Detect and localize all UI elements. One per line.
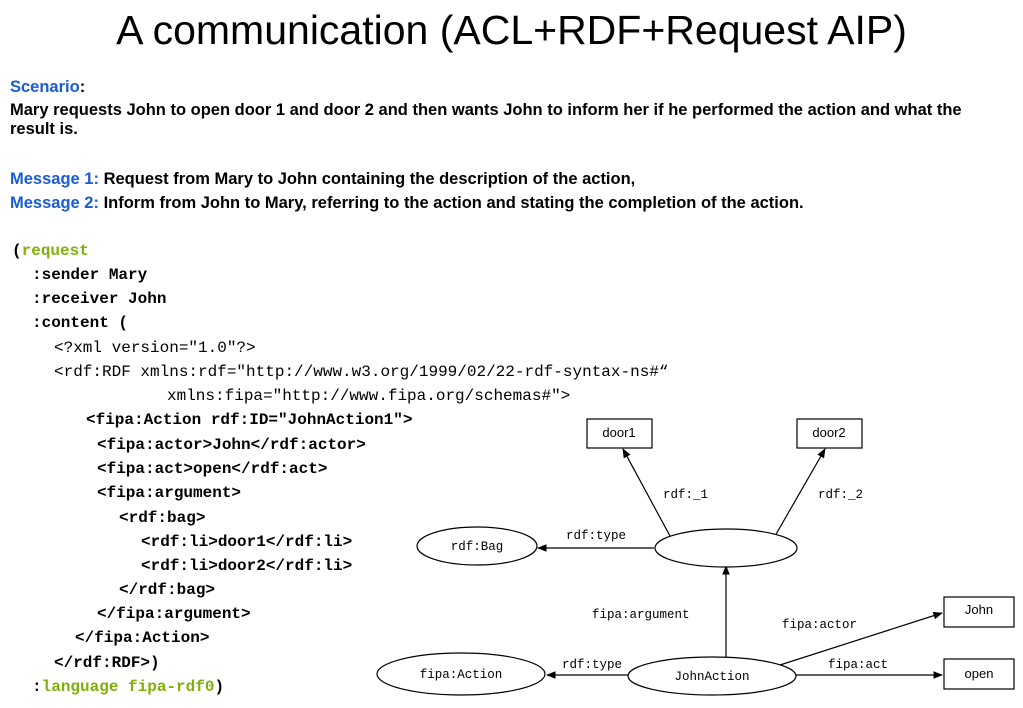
code-rdf-open: <rdf:RDF xmlns:rdf="http://www.w3.org/19… xyxy=(54,363,669,381)
edge-rdf-2 xyxy=(774,448,826,537)
edge-label-rdf-type-bottom: rdf:type xyxy=(562,658,622,672)
edge-label-rdf-type-top: rdf:type xyxy=(566,529,626,543)
code-request-line: (request xyxy=(12,241,89,261)
code-action-close: </fipa:Action> xyxy=(75,629,210,647)
code-performative: request xyxy=(21,242,89,260)
message-1-label: Message 1: xyxy=(10,170,99,188)
node-door2-box xyxy=(796,418,863,449)
code-xml-decl: <?xml version="1.0"?> xyxy=(54,339,256,357)
scenario-heading: Scenario: xyxy=(10,78,85,97)
edge-rdf-1 xyxy=(622,448,671,537)
code-act: <fipa:act>open</rdf:act> xyxy=(97,460,328,478)
node-bag-ellipse xyxy=(416,526,538,566)
code-bag-open: <rdf:bag> xyxy=(119,509,206,527)
node-door2-label: door2 xyxy=(812,425,845,440)
slide-title: A communication (ACL+RDF+Request AIP) xyxy=(116,7,907,53)
code-language: language fipa-rdf0 xyxy=(41,678,215,696)
edge-label-fipa-act: fipa:act xyxy=(828,658,888,672)
node-john-action-label: JohnAction xyxy=(674,670,749,684)
code-content: :content ( xyxy=(32,314,129,332)
node-open-box xyxy=(943,658,1015,690)
code-argument-close: </fipa:argument> xyxy=(97,605,251,623)
edge-label-fipa-actor: fipa:actor xyxy=(782,618,857,632)
node-bag-label: rdf:Bag xyxy=(451,540,504,554)
code-actor: <fipa:actor>John</rdf:actor> xyxy=(97,436,366,454)
node-blank-ellipse xyxy=(654,528,798,568)
edge-fipa-actor xyxy=(779,611,943,666)
code-receiver: :receiver John xyxy=(32,290,167,308)
code-sender: :sender Mary xyxy=(32,266,148,284)
code-rdf-ns2: xmlns:fipa="http://www.fipa.org/schemas#… xyxy=(167,387,571,405)
code-li1: <rdf:li>door1</rdf:li> xyxy=(141,533,353,551)
node-john-label: John xyxy=(965,602,993,617)
code-rdf-close: </rdf:RDF>) xyxy=(54,654,160,672)
code-language-prefix: : xyxy=(32,678,42,696)
node-fipa-action-label: fipa:Action xyxy=(420,668,503,682)
code-language-line: :language fipa-rdf0) xyxy=(32,677,224,697)
edge-label-fipa-argument: fipa:argument xyxy=(592,608,690,622)
node-fipa-action-ellipse xyxy=(376,652,546,696)
code-argument-open: <fipa:argument> xyxy=(97,484,242,502)
edge-label-rdf-1: rdf:_1 xyxy=(663,488,708,502)
code-action-open: <fipa:Action rdf:ID="JohnAction1"> xyxy=(86,411,413,429)
code-open-paren: ( xyxy=(12,242,22,260)
message-2-text: Inform from John to Mary, referring to t… xyxy=(103,194,804,212)
code-bag-close: </rdf:bag> xyxy=(119,581,216,599)
edge-label-rdf-2: rdf:_2 xyxy=(818,488,863,502)
message-2: Message 2: Inform from John to Mary, ref… xyxy=(10,194,804,213)
scenario-text: Mary requests John to open door 1 and do… xyxy=(10,101,962,138)
scenario-colon: : xyxy=(79,78,86,96)
node-john-action-ellipse xyxy=(627,656,797,696)
node-open-label: open xyxy=(965,666,994,681)
node-john-box xyxy=(943,596,1015,628)
scenario-label: Scenario xyxy=(10,78,80,96)
message-2-label: Message 2: xyxy=(10,194,99,212)
message-1-text: Request from Mary to John containing the… xyxy=(103,170,636,188)
node-door1-box xyxy=(586,418,653,449)
code-close-paren: ) xyxy=(214,678,225,696)
message-1: Message 1: Request from Mary to John con… xyxy=(10,170,635,189)
code-li2: <rdf:li>door2</rdf:li> xyxy=(141,557,353,575)
node-door1-label: door1 xyxy=(602,425,635,440)
